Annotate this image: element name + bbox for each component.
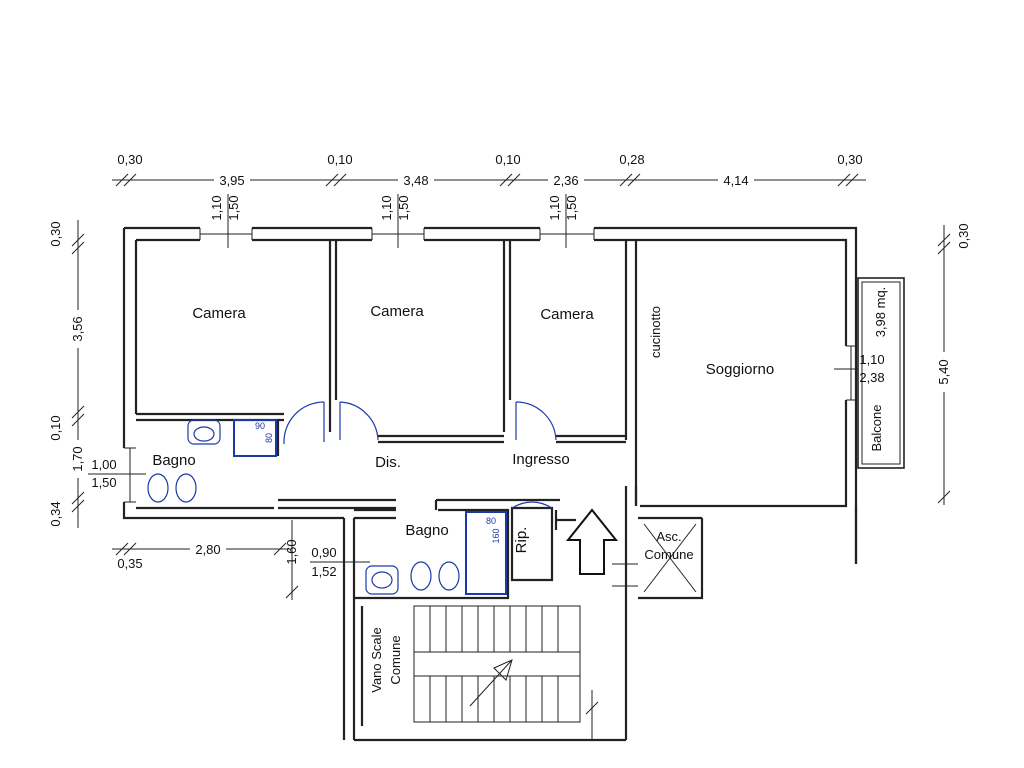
dim-shower2-a: 80 — [486, 516, 496, 526]
dim-left-1: 3,56 — [70, 316, 85, 341]
sink-icon-2 — [365, 565, 399, 595]
dim-top-1: 0,10 — [327, 152, 352, 167]
entrance-arrow-icon — [565, 508, 619, 575]
room-label-camera-3: Camera — [540, 306, 594, 323]
dim-bagno2-window-h: 1,52 — [311, 564, 336, 579]
shower-tray-2 — [465, 511, 507, 595]
balcone-area: 3,98 mq. — [873, 287, 888, 338]
dim-bottom-left-a: 0,35 — [117, 556, 142, 571]
dim-balcone-door-h: 2,38 — [859, 370, 884, 385]
room-label-soggiorno: Soggiorno — [706, 361, 774, 378]
dim-top-3: 0,28 — [619, 152, 644, 167]
dim-window-1-w: 1,10 — [209, 195, 224, 220]
dim-bottom-left-c: 1,60 — [284, 539, 299, 564]
dim-shower2-b: 160 — [491, 528, 501, 543]
dim-window-3-w: 1,10 — [547, 195, 562, 220]
dim-main-3: 4,14 — [723, 173, 748, 188]
room-label-vano-scale-1: Vano Scale — [369, 627, 384, 693]
dim-main-1: 3,48 — [403, 173, 428, 188]
balcony — [857, 277, 905, 469]
dim-top-2: 0,10 — [495, 152, 520, 167]
bidet-icon-2 — [438, 561, 460, 591]
sink-icon — [187, 419, 221, 445]
fixtures — [147, 419, 507, 595]
walls — [122, 226, 858, 742]
room-label-ingresso: Ingresso — [512, 451, 570, 468]
room-label-camera-1: Camera — [192, 305, 246, 322]
dim-window-3-h: 1,50 — [564, 195, 579, 220]
dim-left-0: 0,30 — [48, 221, 63, 246]
toilet-icon — [147, 473, 169, 503]
dim-bagno1-window-h: 1,50 — [91, 475, 116, 490]
dim-right-0: 0,30 — [956, 223, 971, 248]
room-label-vano-scale-2: Comune — [388, 635, 403, 684]
room-label-camera-2: Camera — [370, 303, 424, 320]
dim-left-4: 0,34 — [48, 501, 63, 526]
dim-left-2: 0,10 — [48, 415, 63, 440]
dim-window-1-h: 1,50 — [226, 195, 241, 220]
dim-window-2-w: 1,10 — [379, 195, 394, 220]
shower-tray — [233, 419, 277, 457]
dim-shower1-a: 90 — [255, 421, 265, 431]
room-label-bagno-2: Bagno — [405, 522, 448, 539]
stairs — [413, 605, 581, 723]
dim-balcone-door-w: 1,10 — [859, 352, 884, 367]
bidet-icon — [175, 473, 197, 503]
dim-window-2-h: 1,50 — [396, 195, 411, 220]
dimension-labels: 0,30 0,10 0,10 0,28 0,30 3,95 3,48 2,36 … — [48, 152, 971, 579]
room-label-balcone: Balcone — [869, 405, 884, 452]
dim-right-1: 5,40 — [936, 359, 951, 384]
dim-main-0: 3,95 — [219, 173, 244, 188]
toilet-icon-2 — [410, 561, 432, 591]
room-label-asc-1: Asc. — [656, 529, 681, 544]
dim-top-0: 0,30 — [117, 152, 142, 167]
dim-top-4: 0,30 — [837, 152, 862, 167]
room-label-asc-2: Comune — [644, 547, 693, 562]
room-label-cucinotto: cucinotto — [648, 306, 663, 358]
room-label-rip: Rip. — [513, 527, 530, 554]
dim-shower1-b: 80 — [264, 433, 274, 443]
dim-main-2: 2,36 — [553, 173, 578, 188]
room-labels: Camera Camera Camera cucinotto Soggiorno… — [152, 287, 888, 693]
room-label-bagno-1: Bagno — [152, 452, 195, 469]
dim-bottom-left-b: 2,80 — [195, 542, 220, 557]
dim-bagno1-window-w: 1,00 — [91, 457, 116, 472]
doors — [283, 401, 557, 509]
dim-bagno2-window-w: 0,90 — [311, 545, 336, 560]
room-label-dis: Dis. — [375, 454, 401, 471]
dim-left-3: 1,70 — [70, 446, 85, 471]
